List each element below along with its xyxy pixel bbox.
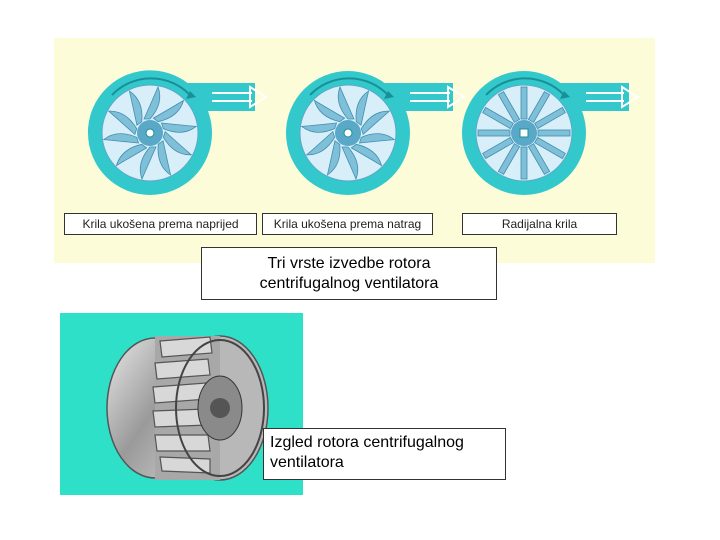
caption-forward: Krila ukošena prema naprijed — [64, 213, 257, 235]
caption-radial: Radijalna krila — [462, 213, 617, 235]
fan-backward-curved — [286, 71, 464, 195]
photo-caption: Izgled rotora centrifugalnog ventilatora — [263, 428, 506, 480]
caption-backward: Krila ukošena prema natrag — [262, 213, 433, 235]
main-caption: Tri vrste izvedbe rotora centrifugalnog … — [201, 247, 497, 300]
fan-forward-curved — [88, 70, 266, 195]
diagram-panel: Krila ukošena prema naprijed Krila ukoše… — [54, 38, 655, 263]
fan-radial — [462, 71, 638, 195]
main-caption-text: Tri vrste izvedbe rotora centrifugalnog … — [239, 254, 459, 294]
